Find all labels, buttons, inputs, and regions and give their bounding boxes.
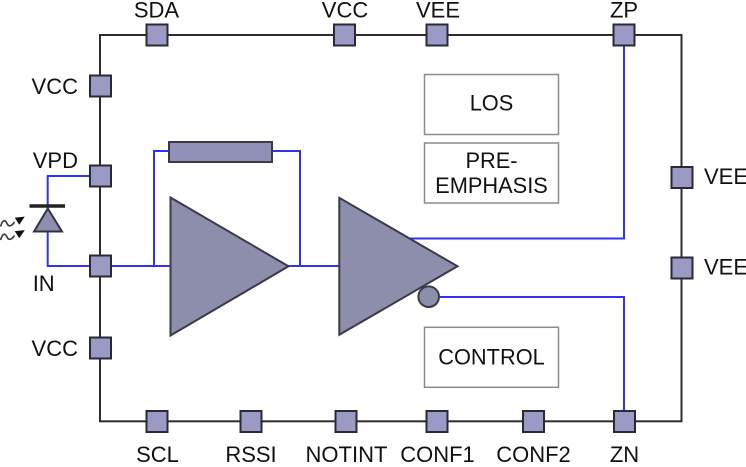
svg-text:VPD: VPD [33, 148, 78, 173]
svg-text:VCC: VCC [32, 336, 79, 361]
svg-text:CONF2: CONF2 [496, 442, 571, 467]
svg-text:CONTROL: CONTROL [438, 345, 545, 370]
svg-text:EMPHASIS: EMPHASIS [435, 173, 548, 198]
svg-text:CONF1: CONF1 [400, 442, 475, 467]
svg-text:NOTINT: NOTINT [306, 442, 388, 467]
svg-text:ZN: ZN [610, 442, 639, 467]
svg-text:IN: IN [33, 271, 55, 296]
svg-text:LOS: LOS [470, 91, 514, 116]
svg-text:ZP: ZP [610, 0, 638, 23]
svg-text:SCL: SCL [136, 442, 179, 467]
svg-text:VEE: VEE [704, 164, 746, 189]
svg-text:RSSI: RSSI [225, 442, 276, 467]
svg-text:VEE: VEE [416, 0, 460, 23]
svg-text:PRE-: PRE- [465, 148, 517, 173]
svg-text:VEE: VEE [704, 255, 746, 280]
svg-text:VCC: VCC [32, 74, 79, 99]
svg-text:SDA: SDA [134, 0, 180, 23]
svg-text:VCC: VCC [322, 0, 369, 23]
